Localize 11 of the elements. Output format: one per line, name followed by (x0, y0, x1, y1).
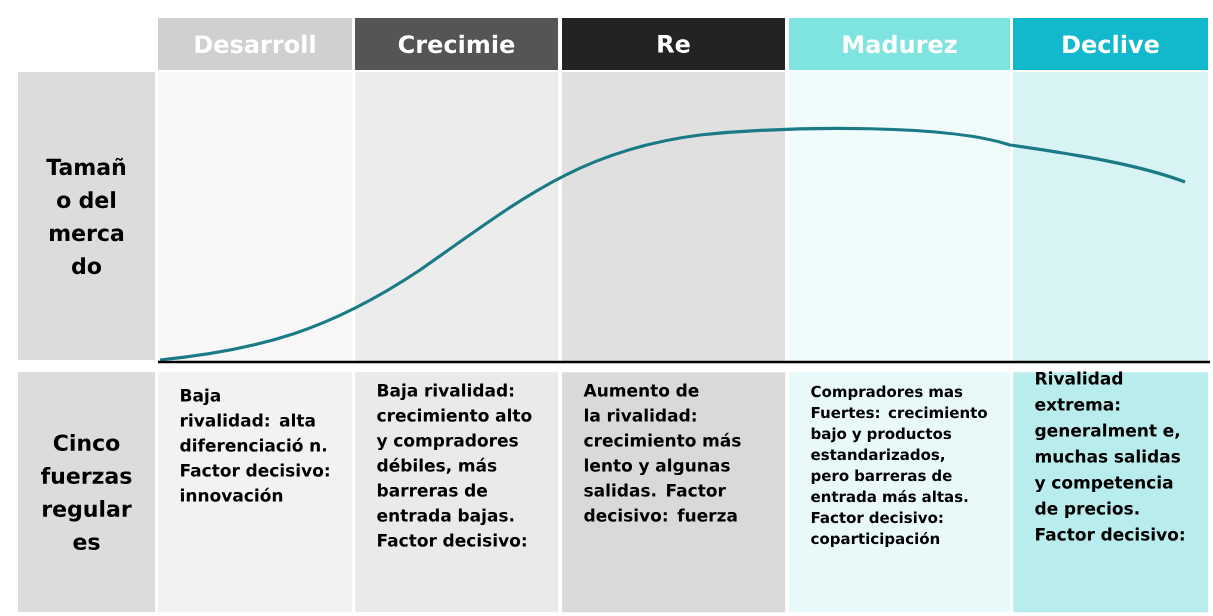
description-cell: Rivalidad extrema: generalment e, muchas salidas y competencia de precios. Factor decisivo: (1013, 371, 1209, 613)
description-cell: Baja rivalidad: alta diferenciació n. Factor decisivo: innovación (158, 372, 353, 613)
stage-header: Re (562, 18, 785, 70)
row-label: Tamañ o del merca do (18, 72, 155, 360)
description-cell: Compradores mas Fuertes: crecimiento bajo y productos estandarizados, pero barreras de entrada más altas. Factor decisivo: coparticipación (789, 372, 1011, 613)
stage-header: Madurez (789, 18, 1010, 70)
stage-header: Declive (1013, 18, 1208, 70)
description-cell: Aumento de la rivalidad: crecimiento más lento y algunas salidas. Factor decisivo: fuerza (562, 372, 786, 613)
description-cell: Baja rivalidad: crecimiento alto y compradores débiles, más barreras de entrada bajas. Factor decisivo: (355, 372, 559, 613)
stage-header: Crecimie (355, 18, 558, 70)
row-label: Cinco fuerzas regular es (18, 372, 155, 612)
